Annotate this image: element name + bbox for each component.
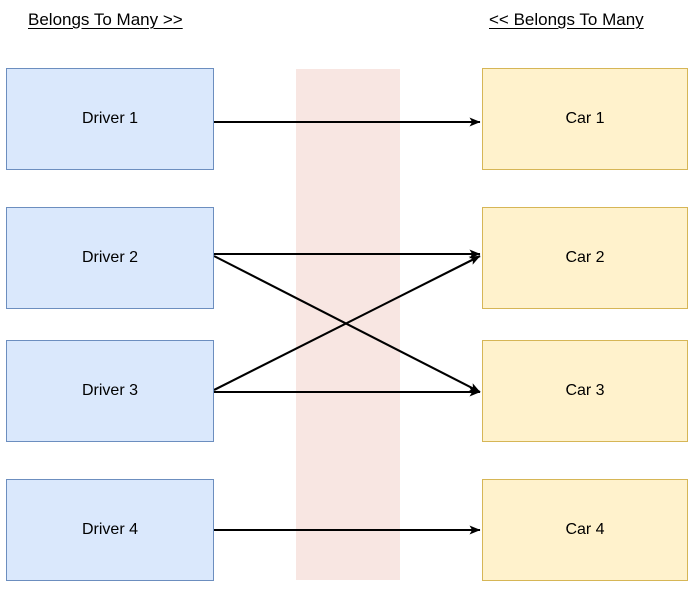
node-driver-1[interactable]: Driver 1: [6, 68, 214, 170]
node-car-3[interactable]: Car 3: [482, 340, 688, 442]
node-driver-2-label: Driver 2: [81, 249, 138, 266]
edge-driver3-car2: [213, 255, 481, 391]
node-driver-3-label: Driver 3: [81, 382, 138, 399]
node-driver-1-label: Driver 1: [81, 110, 138, 127]
node-car-3-label: Car 3: [565, 382, 605, 399]
node-car-1[interactable]: Car 1: [482, 68, 688, 170]
node-driver-3[interactable]: Driver 3: [6, 340, 214, 442]
node-car-1-label: Car 1: [565, 110, 605, 127]
right-relationship-label: << Belongs To Many: [489, 10, 644, 29]
left-relationship-label: Belongs To Many >>: [28, 10, 183, 29]
node-driver-4-label: Driver 4: [81, 521, 138, 538]
node-driver-2[interactable]: Driver 2: [6, 207, 214, 309]
node-car-4-label: Car 4: [565, 521, 605, 538]
node-car-4[interactable]: Car 4: [482, 479, 688, 581]
node-car-2-label: Car 2: [565, 249, 605, 266]
node-car-2[interactable]: Car 2: [482, 207, 688, 309]
node-driver-4[interactable]: Driver 4: [6, 479, 214, 581]
